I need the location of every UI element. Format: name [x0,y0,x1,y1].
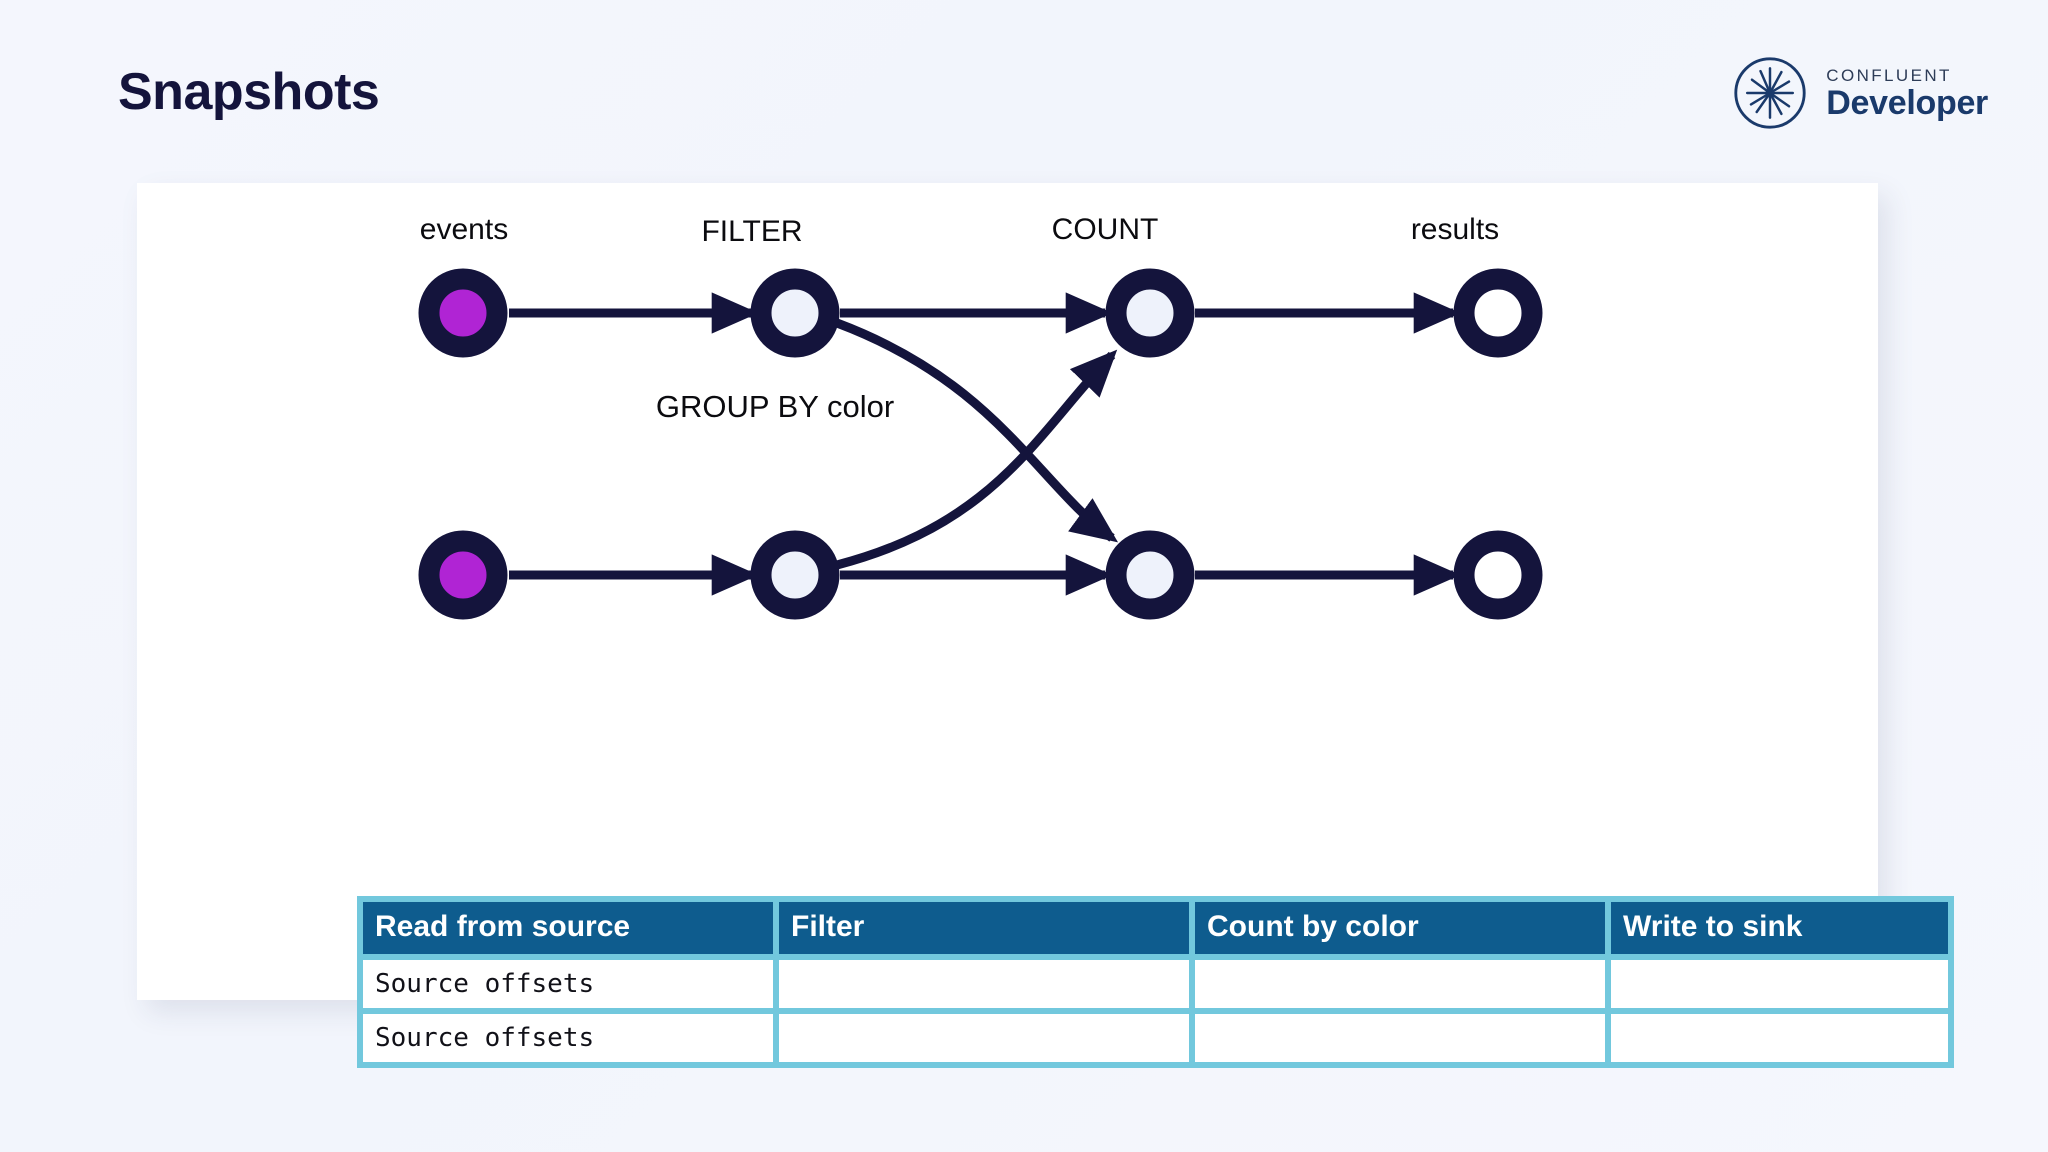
node-caption-results: results [1410,213,1500,246]
table-row: Source offsets [363,1014,1948,1062]
brand-wordmark: CONFLUENT Developer [1826,65,1988,122]
table-cell-read-from-source: Source offsets [363,960,773,1008]
page-title: Snapshots [118,63,380,121]
table-row: Source offsets [363,960,1948,1008]
edge-filter-bottom-to-count-top [835,349,1118,570]
confluent-starburst-icon [1734,57,1806,129]
node-caption-count: COUNT [1051,213,1159,246]
pipeline-diagram: events FILTER COUNT results GROUP BY col… [137,183,1878,703]
table-header-read-from-source: Read from source [363,902,773,954]
node-filter-bottom [750,530,840,620]
table-cell-write-to-sink [1611,960,1948,1008]
group-by-label: GROUP BY color [655,389,895,424]
content-card: events FILTER COUNT results GROUP BY col… [137,183,1954,1068]
table-header-row: Read from source Filter Count by color W… [363,902,1948,954]
brand-top-label: CONFLUENT [1826,65,1952,85]
node-count-bottom [1105,530,1195,620]
brand-bottom-label: Developer [1826,83,1988,122]
table-cell-count-by-color [1195,960,1605,1008]
pipeline-edges-svg [418,268,1543,620]
node-events-bottom [418,530,508,620]
node-count-top [1105,268,1195,358]
table-header-count-by-color: Count by color [1195,902,1605,954]
edge-filter-top-to-count-bottom [835,318,1119,543]
node-filter-top [750,268,840,358]
table-cell-write-to-sink [1611,1014,1948,1062]
snapshot-table: Read from source Filter Count by color W… [357,896,1954,1068]
node-results-top [1453,268,1543,358]
brand-logo: CONFLUENT Developer [1732,55,1988,131]
table-cell-filter [779,1014,1189,1062]
table-cell-count-by-color [1195,1014,1605,1062]
table-cell-read-from-source: Source offsets [363,1014,773,1062]
node-caption-events: events [419,213,509,246]
node-caption-filter: FILTER [701,215,803,248]
table-cell-filter [779,960,1189,1008]
node-results-bottom [1453,530,1543,620]
node-events-top [418,268,508,358]
table-header-write-to-sink: Write to sink [1611,902,1948,954]
table-header-filter: Filter [779,902,1189,954]
